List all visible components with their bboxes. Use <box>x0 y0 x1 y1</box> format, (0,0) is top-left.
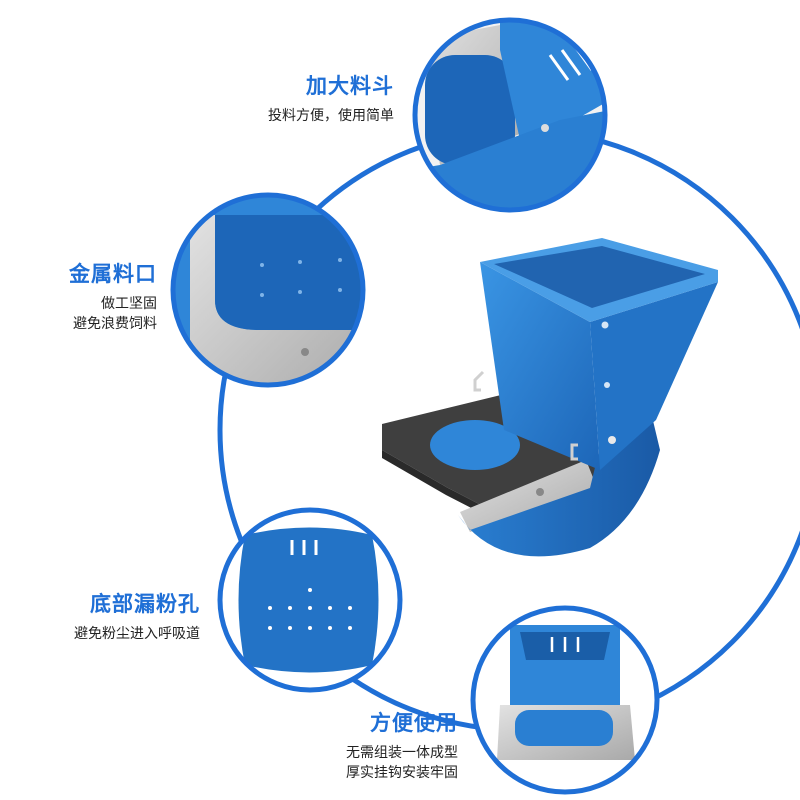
feature-desc-line: 厚实挂钩安装牢固 <box>346 765 458 781</box>
bottom-holes-detail-image <box>217 507 403 693</box>
feature-title: 底部漏粉孔 <box>90 592 200 616</box>
feature-desc: 投料方便，使用简单 <box>268 106 394 126</box>
hopper-detail-image <box>412 17 608 213</box>
feature-desc-line: 无需组装一体成型 <box>346 745 458 761</box>
feature-metal-lip: 金属料口 做工坚固 避免浪费饲料 <box>69 258 157 334</box>
feature-title: 加大料斗 <box>306 74 394 98</box>
feature-bottom-holes: 底部漏粉孔 避免粉尘进入呼吸道 <box>74 588 200 644</box>
feature-desc-line: 避免粉尘进入呼吸道 <box>74 626 200 642</box>
feature-desc-line: 投料方便，使用简单 <box>268 108 394 124</box>
feature-desc: 做工坚固 避免浪费饲料 <box>69 294 157 334</box>
feature-title: 金属料口 <box>69 262 157 286</box>
feature-desc-line: 做工坚固 <box>101 296 157 312</box>
feature-easy-use: 方便使用 无需组装一体成型 厚实挂钩安装牢固 <box>346 707 458 783</box>
feature-title: 方便使用 <box>370 711 458 735</box>
feature-hopper: 加大料斗 投料方便，使用简单 <box>268 70 394 126</box>
feeder-product-image <box>382 238 718 557</box>
feature-desc: 无需组装一体成型 厚实挂钩安装牢固 <box>346 743 458 783</box>
feature-desc-line: 避免浪费饲料 <box>73 316 157 332</box>
usage-detail-image <box>470 605 660 795</box>
feature-desc: 避免粉尘进入呼吸道 <box>74 624 200 644</box>
metal-lip-detail-image <box>170 192 366 388</box>
